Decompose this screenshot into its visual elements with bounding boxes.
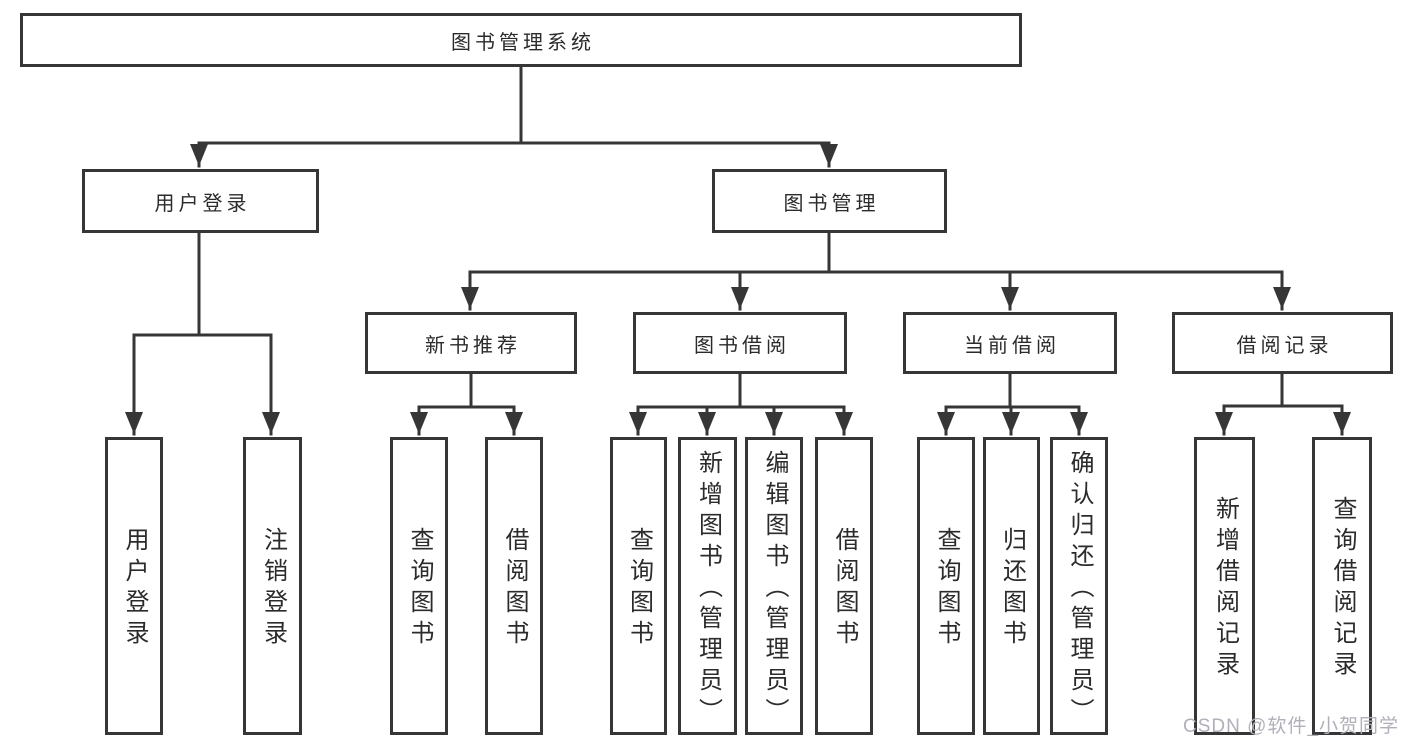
connector-login-to-leaves (125, 231, 280, 436)
node-label: 用户登录 (121, 527, 148, 651)
node-label: 用户登录 (154, 192, 251, 215)
node-label: 查询图书 (625, 527, 653, 651)
node-new-book-recommend: 新书推荐 (365, 312, 577, 374)
node-book-management: 图书管理 (712, 169, 947, 233)
connector-borrow-to-leaves (629, 372, 853, 436)
csdn-watermark: CSDN @软件_小贺同学 (1183, 716, 1399, 737)
node-label: 借阅图书 (831, 527, 858, 651)
node-leaf-add-borrow-record: 新增借阅记录 (1194, 437, 1255, 735)
node-leaf-user-login: 用户登录 (105, 437, 163, 735)
node-label: 借阅记录 (1236, 334, 1333, 357)
node-label: 确认归还（管理员） (1066, 449, 1093, 729)
node-leaf-add-books-admin: 新增图书（管理员） (678, 437, 737, 735)
node-label: 归还图书 (998, 527, 1026, 651)
node-leaf-borrow-books: 借阅图书 (815, 437, 873, 735)
node-label: 新增图书（管理员） (694, 449, 722, 729)
node-label: 图书借阅 (694, 334, 790, 357)
node-label: 借阅图书 (501, 527, 528, 651)
node-leaf-query-books-recommend: 查询图书 (390, 437, 448, 735)
node-leaf-return-books: 归还图书 (983, 437, 1040, 735)
node-leaf-query-books-borrow: 查询图书 (610, 437, 667, 735)
connector-current-to-leaves (937, 372, 1088, 436)
node-label: 图书管理 (783, 192, 880, 215)
node-user-login: 用户登录 (82, 169, 319, 233)
node-book-borrowing: 图书借阅 (633, 312, 847, 374)
connector-mgmt-to-level2 (461, 231, 1291, 311)
node-label: 新书推荐 (425, 334, 521, 357)
node-label: 查询图书 (406, 527, 433, 651)
node-current-borrowing: 当前借阅 (903, 312, 1117, 374)
node-borrowing-records: 借阅记录 (1172, 312, 1393, 374)
node-leaf-edit-books-admin: 编辑图书（管理员） (745, 437, 803, 735)
node-leaf-borrow-books-recommend: 借阅图书 (485, 437, 543, 735)
node-leaf-query-books-current: 查询图书 (917, 437, 975, 735)
node-label: 注销登录 (259, 527, 287, 651)
node-label: 新增借阅记录 (1211, 496, 1239, 682)
node-leaf-confirm-return-admin: 确认归还（管理员） (1050, 437, 1108, 735)
node-label: 图书管理系统 (451, 31, 595, 54)
node-label: 查询图书 (933, 527, 960, 651)
node-leaf-query-borrow-record: 查询借阅记录 (1312, 437, 1372, 735)
node-label: 当前借阅 (964, 334, 1060, 357)
node-library-management-system: 图书管理系统 (20, 13, 1022, 67)
node-label: 查询借阅记录 (1329, 496, 1356, 682)
connector-records-to-leaves (1215, 372, 1351, 436)
connector-newrec-to-leaves (410, 372, 523, 436)
connector-root-to-level1 (190, 65, 838, 168)
node-leaf-logout: 注销登录 (243, 437, 302, 735)
node-label: 编辑图书（管理员） (761, 449, 788, 729)
